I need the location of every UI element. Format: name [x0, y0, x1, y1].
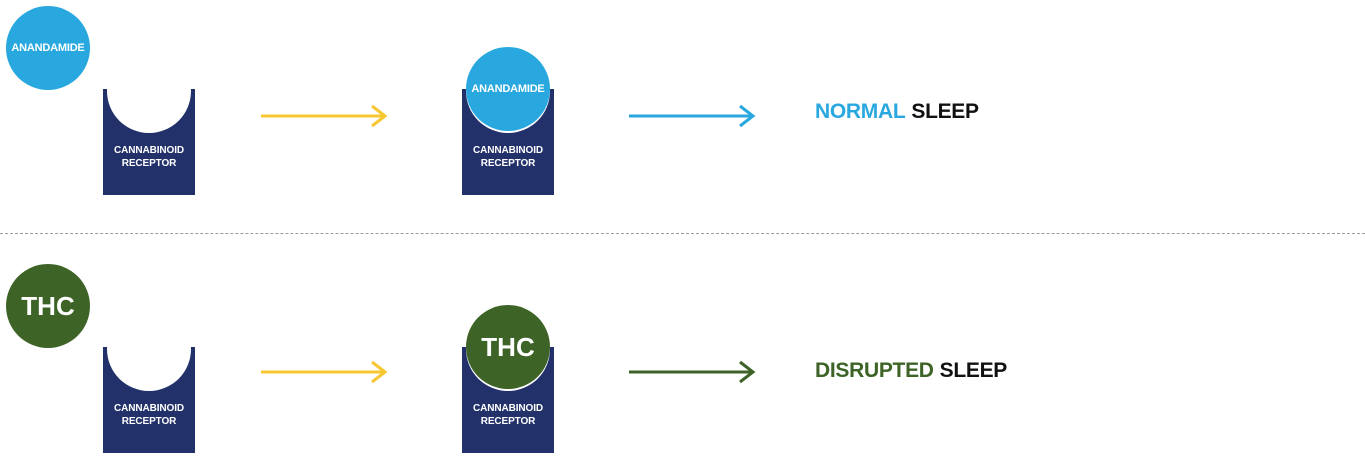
cannabinoid-receptor-empty: CANNABINOID RECEPTOR — [103, 307, 195, 453]
anandamide-molecule-bound: ANANDAMIDE — [466, 47, 550, 131]
receptor-label: CANNABINOID RECEPTOR — [472, 403, 543, 427]
anandamide-molecule: ANANDAMIDE — [6, 6, 90, 90]
effect-arrow — [629, 360, 756, 384]
receptor-binding-site — [107, 49, 191, 133]
thc-label: THC — [481, 331, 535, 362]
thc-label: THC — [21, 290, 75, 321]
effect-arrow — [629, 104, 756, 128]
binding-arrow — [261, 360, 388, 384]
dashed-divider — [0, 233, 1365, 234]
result-suffix: SLEEP — [939, 359, 1008, 382]
anandamide-label: ANANDAMIDE — [11, 42, 85, 54]
receptor-label: CANNABINOID RECEPTOR — [113, 403, 184, 427]
receptor-binding-site — [107, 307, 191, 391]
anandamide-pathway-row: ANANDAMIDE CANNABINOID RECEPTOR CANNABIN… — [0, 0, 1365, 200]
binding-arrow — [261, 104, 388, 128]
result-keyword: NORMAL — [815, 100, 906, 123]
cannabinoid-receptor-empty: CANNABINOID RECEPTOR — [103, 49, 195, 195]
receptor-label: CANNABINOID RECEPTOR — [472, 145, 543, 169]
thc-molecule: THC — [6, 264, 90, 348]
result-keyword: DISRUPTED — [815, 359, 934, 382]
thc-pathway-row: THC CANNABINOID RECEPTOR CANNABINOID REC… — [0, 258, 1365, 458]
anandamide-label: ANANDAMIDE — [471, 83, 545, 95]
receptor-label: CANNABINOID RECEPTOR — [113, 145, 184, 169]
result-suffix: SLEEP — [911, 100, 979, 123]
thc-molecule-bound: THC — [466, 305, 550, 389]
